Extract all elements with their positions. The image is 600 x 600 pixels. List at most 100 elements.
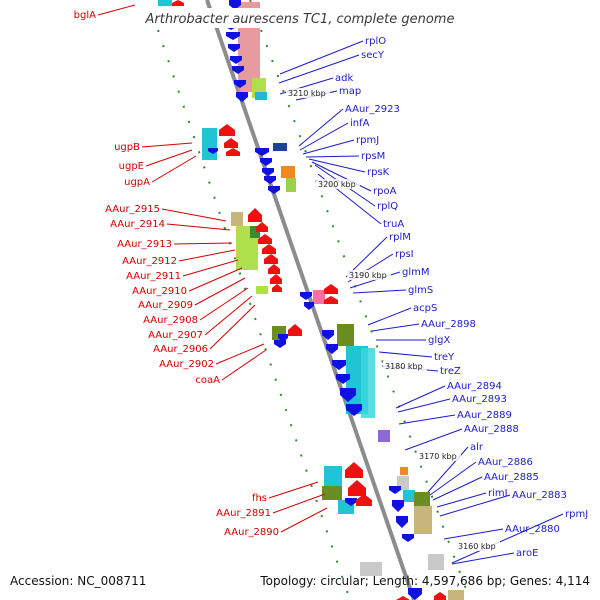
gene-label-rpsi[interactable]: rpsI <box>395 249 414 260</box>
gene-label-trez[interactable]: treZ <box>440 366 461 377</box>
forward-gene-arrow[interactable] <box>234 80 246 88</box>
gene-label-aaur_2891[interactable]: AAur_2891 <box>216 508 271 519</box>
reverse-gene-arrow[interactable] <box>226 148 240 156</box>
gene-label-aroe[interactable]: aroE <box>516 548 538 559</box>
gene-label-aaur_2910[interactable]: AAur_2910 <box>132 286 187 297</box>
gene-label-acps[interactable]: acpS <box>413 303 437 314</box>
gene-label-aaur_2885[interactable]: AAur_2885 <box>484 472 539 483</box>
gene-label-aaur_2889[interactable]: AAur_2889 <box>457 410 512 421</box>
gene-label-aaur_2912[interactable]: AAur_2912 <box>122 256 177 267</box>
gene-label-glgx[interactable]: glgX <box>428 335 450 346</box>
gene-label-fhs[interactable]: fhs <box>252 493 267 504</box>
gene-label-aaur_2906[interactable]: AAur_2906 <box>153 344 208 355</box>
gene-label-aaur_2914[interactable]: AAur_2914 <box>110 219 165 230</box>
gene-label-rpmj[interactable]: rpmJ <box>356 135 379 146</box>
reverse-gene-arrow[interactable] <box>270 274 282 284</box>
reverse-gene-arrow[interactable] <box>272 284 282 292</box>
gene-label-aaur_2893[interactable]: AAur_2893 <box>452 394 507 405</box>
forward-gene-arrow[interactable] <box>274 340 286 348</box>
gene-label-infa[interactable]: infA <box>350 118 370 129</box>
forward-gene-arrow[interactable] <box>332 360 346 370</box>
gene-label-rpmj[interactable]: rpmJ <box>565 509 588 520</box>
reverse-gene-arrow[interactable] <box>348 480 366 496</box>
gene-label-rpsm[interactable]: rpsM <box>361 151 385 162</box>
gene-label-aaur_2888[interactable]: AAur_2888 <box>464 424 519 435</box>
gene-label-aaur_2902[interactable]: AAur_2902 <box>159 359 214 370</box>
reverse-gene-arrow[interactable] <box>396 596 410 600</box>
reverse-gene-arrow[interactable] <box>268 264 280 274</box>
forward-gene-arrow[interactable] <box>392 500 404 512</box>
forward-gene-arrow[interactable] <box>262 168 274 176</box>
forward-gene-arrow[interactable] <box>408 588 422 600</box>
reverse-gene-arrow[interactable] <box>434 592 446 600</box>
gene-label-aaur_2923[interactable]: AAur_2923 <box>345 104 400 115</box>
gene-label-ugpb[interactable]: ugpB <box>114 142 140 153</box>
gene-label-alr[interactable]: alr <box>470 442 484 453</box>
gene-label-trua[interactable]: truA <box>383 219 404 230</box>
forward-gene-arrow[interactable] <box>226 32 240 40</box>
gene-label-aaur_2880[interactable]: AAur_2880 <box>505 524 560 535</box>
forward-gene-arrow[interactable] <box>264 176 276 184</box>
forward-gene-arrow[interactable] <box>402 534 414 542</box>
forward-gene-arrow[interactable] <box>268 186 280 194</box>
forward-gene-arrow[interactable] <box>336 374 350 384</box>
forward-gene-arrow[interactable] <box>326 344 338 354</box>
forward-gene-arrow[interactable] <box>302 292 312 298</box>
reverse-gene-arrow[interactable] <box>324 296 338 304</box>
forward-gene-arrow[interactable] <box>208 148 218 154</box>
forward-gene-arrow[interactable] <box>345 498 357 506</box>
gene-label-aaur_2913[interactable]: AAur_2913 <box>117 239 172 250</box>
gene-label-aaur_2907[interactable]: AAur_2907 <box>148 330 203 341</box>
reverse-gene-arrow[interactable] <box>256 222 268 232</box>
gene-label-aaur_2886[interactable]: AAur_2886 <box>478 457 533 468</box>
gene-label-rplq[interactable]: rplQ <box>377 201 398 212</box>
reverse-gene-arrow[interactable] <box>224 138 238 148</box>
gene-label-adk[interactable]: adk <box>335 73 353 84</box>
gene-label-ugpa[interactable]: ugpA <box>124 177 150 188</box>
forward-gene-arrow[interactable] <box>255 148 269 156</box>
forward-gene-arrow[interactable] <box>232 66 244 74</box>
gene-label-rplo[interactable]: rplO <box>365 36 386 47</box>
gene-label-glmm[interactable]: glmM <box>402 267 430 278</box>
forward-gene-arrow[interactable] <box>229 0 241 10</box>
gene-label-aaur_2908[interactable]: AAur_2908 <box>143 315 198 326</box>
forward-gene-arrow[interactable] <box>260 158 272 166</box>
gene-label-rpsk[interactable]: rpsK <box>367 167 390 178</box>
reverse-gene-arrow[interactable] <box>288 324 302 336</box>
gene-label-aaur_2894[interactable]: AAur_2894 <box>447 381 502 392</box>
reverse-gene-arrow[interactable] <box>324 284 338 294</box>
gene-label-aaur_2890[interactable]: AAur_2890 <box>224 527 279 538</box>
gene-label-rpoa[interactable]: rpoA <box>373 186 397 197</box>
reverse-gene-arrow[interactable] <box>356 494 372 506</box>
forward-gene-arrow[interactable] <box>340 388 356 402</box>
forward-gene-arrow[interactable] <box>396 516 408 528</box>
reverse-gene-arrow[interactable] <box>219 124 235 136</box>
gene-label-bgla[interactable]: bglA <box>74 10 96 21</box>
reverse-gene-arrow[interactable] <box>258 234 272 244</box>
gene-label-glms[interactable]: glmS <box>408 285 433 296</box>
gene-label-coaa[interactable]: coaA <box>195 375 220 386</box>
gene-label-rplm[interactable]: rplM <box>389 232 411 243</box>
reverse-gene-arrow[interactable] <box>345 462 363 478</box>
forward-gene-arrow[interactable] <box>346 404 362 416</box>
gene-label-map[interactable]: map <box>339 86 361 97</box>
gene-label-aaur_2909[interactable]: AAur_2909 <box>138 300 193 311</box>
gene-label-aaur_2911[interactable]: AAur_2911 <box>126 271 181 282</box>
reverse-gene-arrow[interactable] <box>248 208 262 222</box>
gene-label-aaur_2883[interactable]: AAur_2883 <box>512 490 567 501</box>
forward-gene-arrow[interactable] <box>389 486 401 494</box>
reverse-gene-arrow[interactable] <box>264 254 278 264</box>
forward-gene-arrow[interactable] <box>304 302 314 310</box>
forward-gene-arrow[interactable] <box>236 92 248 102</box>
reverse-gene-arrow[interactable] <box>262 244 276 254</box>
gene-label-ugpe[interactable]: ugpE <box>119 161 144 172</box>
gene-label-aaur_2915[interactable]: AAur_2915 <box>105 204 160 215</box>
gene-label-trey[interactable]: treY <box>434 352 455 363</box>
reverse-gene-arrow[interactable] <box>172 0 184 6</box>
gene-label-rimi[interactable]: rimI <box>488 488 508 499</box>
forward-gene-arrow[interactable] <box>228 44 240 52</box>
forward-gene-arrow[interactable] <box>230 56 242 64</box>
gene-label-secy[interactable]: secY <box>361 50 385 61</box>
forward-gene-arrow[interactable] <box>322 330 334 340</box>
gene-label-aaur_2898[interactable]: AAur_2898 <box>421 319 476 330</box>
